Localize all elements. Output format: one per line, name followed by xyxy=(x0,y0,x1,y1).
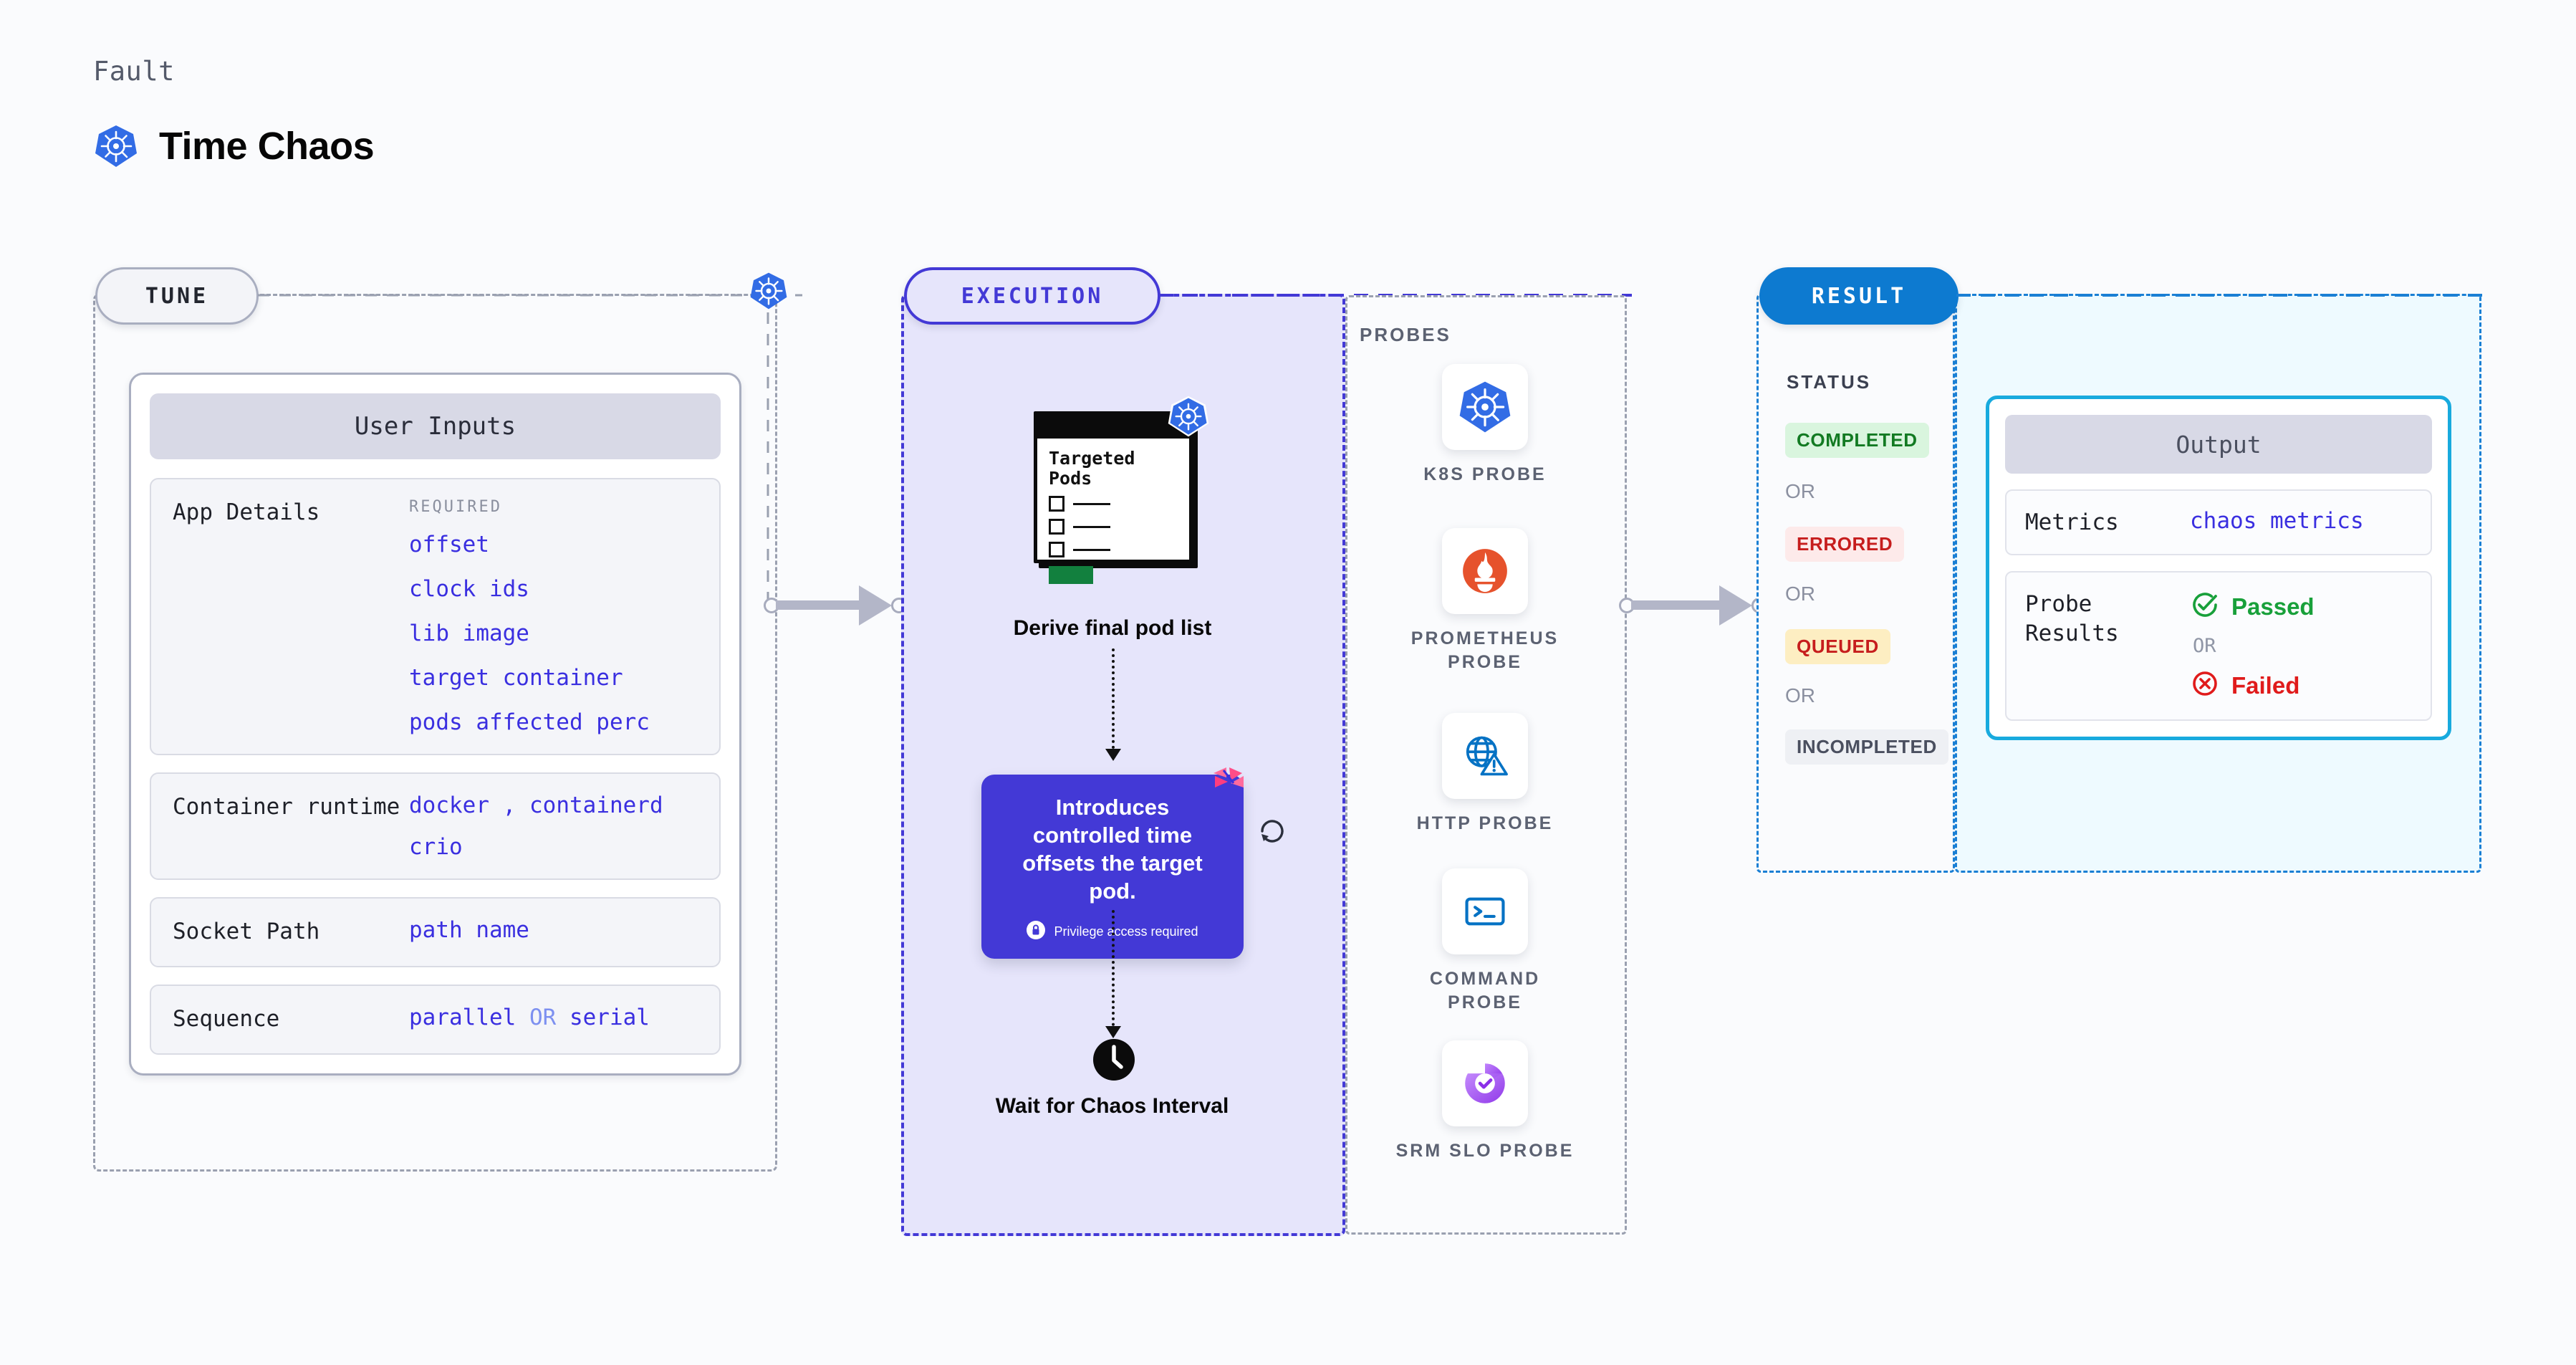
socket-path-value: path name xyxy=(409,917,529,943)
app-detail-field: target container xyxy=(409,665,623,691)
user-inputs-card: User Inputs App Details REQUIRED offset … xyxy=(129,373,741,1076)
loop-refresh-icon xyxy=(1256,815,1289,851)
probe-item-http[interactable]: HTTP PROBE xyxy=(1395,713,1575,835)
status-title: STATUS xyxy=(1787,371,1872,393)
flow-arrow-head xyxy=(1105,749,1121,761)
clock-icon xyxy=(1092,1038,1136,1086)
probe-label: HTTP PROBE xyxy=(1416,813,1554,833)
probe-item-prometheus[interactable]: PROMETHEUS PROBE xyxy=(1395,528,1575,674)
runtime-separator: , xyxy=(502,792,516,818)
failed-label: Failed xyxy=(2231,671,2300,699)
runtime-value: crio xyxy=(409,834,463,860)
sequence-or: OR xyxy=(529,1004,557,1030)
pods-card-titlebar xyxy=(1037,415,1189,439)
output-card: Output Metrics chaos metrics Probe Resul… xyxy=(1986,396,2451,741)
socket-path-label: Socket Path xyxy=(173,919,320,944)
fault-title-row: Time Chaos xyxy=(93,123,375,169)
probe-label: SRM SLO PROBE xyxy=(1395,1141,1575,1161)
flow-arrow-head xyxy=(1105,1026,1121,1038)
fault-description-text: Introduces controlled time offsets the t… xyxy=(1022,795,1203,904)
status-badge-incompleted: INCOMPLETED xyxy=(1785,729,1948,765)
sequence-value-parallel: parallel xyxy=(409,1004,516,1030)
probe-result-failed: Failed xyxy=(2190,669,2315,702)
harness-logo-icon xyxy=(1209,766,1249,807)
targeted-pods-card: Targeted Pods xyxy=(1034,396,1209,584)
privilege-note: Privilege access required xyxy=(1054,924,1198,939)
kubernetes-icon xyxy=(1442,364,1528,450)
status-badge-queued: QUEUED xyxy=(1785,629,1890,664)
pods-progress-bar xyxy=(1049,566,1093,584)
probe-result-passed: Passed xyxy=(2190,590,2315,623)
status-or: OR xyxy=(1785,480,1815,502)
probe-label: PROMETHEUS PROBE xyxy=(1410,628,1559,672)
socket-path-row: Socket Path path name xyxy=(150,897,721,967)
page-title: Time Chaos xyxy=(159,125,375,168)
kubernetes-icon xyxy=(1166,395,1211,443)
pods-card-title: Targeted Pods xyxy=(1049,448,1135,489)
status-badge-errored: ERRORED xyxy=(1785,527,1905,562)
x-circle-icon xyxy=(2190,669,2220,702)
derive-pod-list-label: Derive final pod list xyxy=(1013,616,1212,640)
probe-label: K8S PROBE xyxy=(1423,464,1547,484)
metrics-label: Metrics xyxy=(2025,509,2119,535)
probe-label: COMMAND PROBE xyxy=(1429,969,1541,1012)
required-tag: REQUIRED xyxy=(409,498,502,516)
pods-list-item xyxy=(1049,542,1178,557)
probes-title: PROBES xyxy=(1360,324,1451,345)
runtime-value: containerd xyxy=(529,792,663,818)
metrics-row: Metrics chaos metrics xyxy=(2005,489,2432,556)
prometheus-icon xyxy=(1442,528,1528,614)
kubernetes-icon xyxy=(93,123,139,169)
tune-right-dashed-line xyxy=(766,312,769,606)
fault-kicker: Fault xyxy=(93,56,175,87)
probe-item-command[interactable]: COMMAND PROBE xyxy=(1395,868,1575,1014)
probe-results-label: Probe Results xyxy=(2025,591,2119,646)
status-badge-completed: COMPLETED xyxy=(1785,423,1929,458)
app-detail-field: lib image xyxy=(409,621,529,646)
app-detail-field: clock ids xyxy=(409,576,529,602)
pods-list-item xyxy=(1049,519,1178,535)
sequence-value-serial: serial xyxy=(569,1004,650,1030)
flow-dotted-line xyxy=(1112,648,1115,749)
app-details-label: App Details xyxy=(173,499,320,525)
fault-description-box: Introduces controlled time offsets the t… xyxy=(981,767,1244,959)
output-card-title: Output xyxy=(2005,415,2432,474)
execution-region xyxy=(901,294,1345,1236)
srm-slo-icon xyxy=(1442,1040,1528,1126)
probe-item-k8s[interactable]: K8S PROBE xyxy=(1395,364,1575,487)
result-top-dashed-line xyxy=(1956,294,2483,297)
app-detail-field: offset xyxy=(409,532,489,557)
check-circle-icon xyxy=(2190,590,2220,623)
stage-pill-result[interactable]: RESULT xyxy=(1759,267,1959,325)
globe-warning-icon xyxy=(1442,713,1528,799)
lock-icon xyxy=(1027,921,1046,943)
status-or: OR xyxy=(1785,684,1815,707)
terminal-icon xyxy=(1442,868,1528,954)
sequence-row: Sequence parallel OR serial xyxy=(150,984,721,1055)
stage-pill-execution[interactable]: EXECUTION xyxy=(904,267,1160,325)
probe-item-srm-slo[interactable]: SRM SLO PROBE xyxy=(1395,1040,1575,1163)
probe-result-or: OR xyxy=(2193,635,2216,658)
pods-list-item xyxy=(1049,496,1178,512)
result-region xyxy=(1756,294,1955,873)
connector-tune-to-execution xyxy=(764,584,907,627)
passed-label: Passed xyxy=(2231,593,2315,620)
sequence-label: Sequence xyxy=(173,1005,280,1032)
kubernetes-icon xyxy=(749,271,789,315)
tune-top-dashed-line xyxy=(258,294,802,297)
app-details-row: App Details REQUIRED offset clock ids li… xyxy=(150,478,721,755)
app-detail-field: pods affected perc xyxy=(409,709,650,735)
runtime-value: docker xyxy=(409,792,489,818)
status-or: OR xyxy=(1785,583,1815,605)
user-inputs-title: User Inputs xyxy=(150,393,721,459)
probe-results-row: Probe Results Passed OR xyxy=(2005,571,2432,722)
container-runtime-label: Container runtime xyxy=(173,794,400,820)
wait-chaos-interval-label: Wait for Chaos Interval xyxy=(995,1094,1229,1118)
stage-pill-tune[interactable]: TUNE xyxy=(95,267,259,325)
connector-execution-to-result xyxy=(1619,584,1769,627)
flow-dotted-line xyxy=(1112,910,1115,1026)
container-runtime-row: Container runtime docker , containerd cr… xyxy=(150,772,721,880)
metrics-value: chaos metrics xyxy=(2190,508,2364,534)
